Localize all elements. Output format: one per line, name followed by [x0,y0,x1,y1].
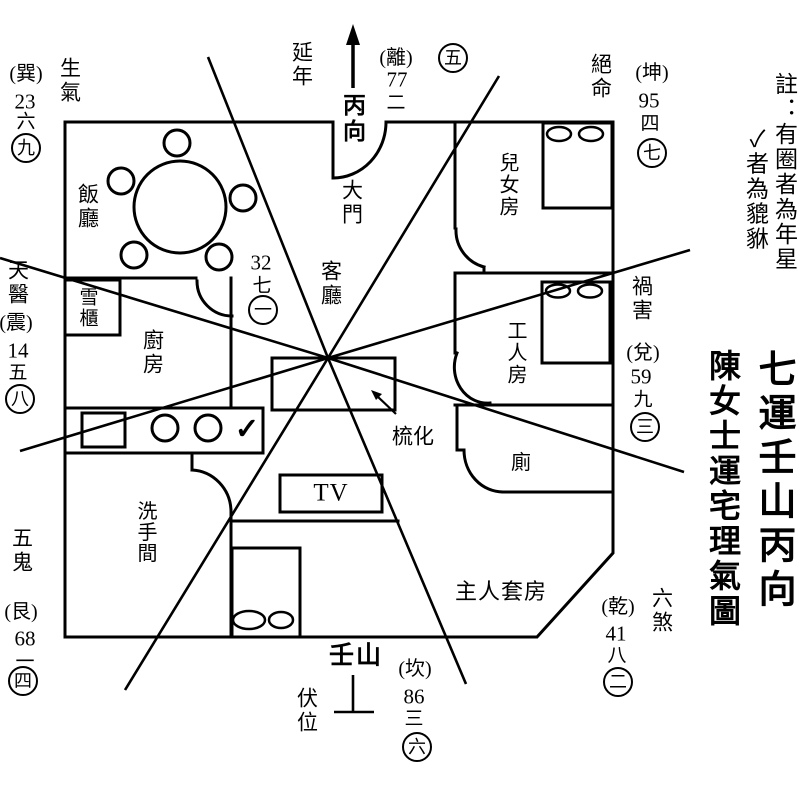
qian-trigram: (乾) [601,596,635,618]
note-column-2: ✓者為貔貅 [742,126,768,252]
children-room-label: 兒女房 [496,152,518,218]
qian-star: 八 [607,645,627,667]
sofa-pointer-arrow-icon [371,390,397,415]
dui-year-star-circle: 三 [630,412,660,442]
toilet-walls [455,403,615,494]
center-star: 七 [252,275,272,297]
qian-year-star-circle: 二 [603,667,633,697]
li-number: 77 [386,67,408,92]
kan-number: 86 [403,684,425,709]
main-door-label: 大門 [339,179,364,227]
zhen-trigram: (震) [0,312,33,334]
dining-table [106,128,258,272]
xun-year-star-circle: 九 [11,133,41,163]
kitchen-label: 廚房 [140,329,165,377]
maid-room-label: 工人房 [504,320,526,386]
sofa-box [270,356,397,412]
zhen-number: 14 [7,338,29,363]
kitchen-counter [63,406,265,455]
children-bed [541,121,614,210]
gen-trigram: (艮) [4,601,38,623]
facing-arrow-icon [346,24,360,88]
xun-number: 23 [14,89,36,114]
kun-number: 95 [638,88,660,113]
kun-trigram: (坤) [635,62,669,84]
dui-trigram: (兌) [626,342,660,364]
li-year-star-circle: 五 [438,43,468,73]
xun-star: 六 [16,111,36,133]
kun-year-star-circle: 七 [637,138,667,168]
li-star: 二 [386,92,406,114]
kan-star: 三 [404,708,424,730]
main-door-swing [331,120,388,180]
sitting-mountain-label: 壬山 [328,642,384,670]
li-trigram: (離) [379,47,413,69]
dining-room-label: 飯廳 [75,183,100,231]
gen-number: 68 [14,626,36,651]
fridge-label: 雪櫃 [76,287,98,329]
qian-luck-label: 六煞 [649,587,674,635]
xun-luck-label: 生氣 [57,57,82,105]
toilet-label: 廁 [511,452,531,474]
li-luck-label: 延年 [289,41,314,89]
gen-year-star-circle: 四 [8,666,38,696]
dui-star: 九 [633,389,653,411]
kun-star: 四 [640,113,660,135]
children-room-walls [453,120,615,275]
master-suite-label: 主人套房 [454,579,548,604]
dui-luck-label: 禍害 [629,275,654,323]
maid-bed [540,280,612,365]
tv-label: TV [313,479,349,507]
fridge-box [63,278,122,337]
pixiu-check-mark: ✓ [234,413,260,446]
washroom-walls [190,451,233,639]
qian-number: 41 [605,621,627,646]
center-year-star-circle: 一 [248,295,278,325]
sofa-label: 梳化 [392,424,434,449]
kan-year-star-circle: 六 [402,732,432,762]
living-room-label: 客廳 [318,260,343,308]
maid-room-walls [452,271,615,407]
master-bed [230,546,302,639]
washroom-label: 洗手間 [134,500,156,564]
zhen-year-star-circle: 八 [5,384,35,414]
page-title-col1: 七運壬山丙向 [752,349,794,613]
kan-trigram: (坎) [398,658,432,680]
zhen-luck-label: 天醫 [5,259,30,307]
tv-box [278,473,384,514]
sector-rays [0,56,691,691]
gen-luck-label: 五鬼 [9,527,34,575]
sitting-mountain-marker-icon [334,675,374,714]
kun-luck-label: 絕命 [588,53,613,101]
xun-trigram: (巽) [9,63,43,85]
center-number: 32 [250,250,272,275]
zhen-star: 五 [8,362,28,384]
dui-number: 59 [630,364,652,389]
note-column-1: 註：有圈者為年星 [771,72,797,272]
page-title-col2: 陳女士運宅理氣圖 [705,349,741,629]
facing-direction-label: 丙向 [339,93,365,145]
kan-luck-label: 伏位 [294,687,319,735]
